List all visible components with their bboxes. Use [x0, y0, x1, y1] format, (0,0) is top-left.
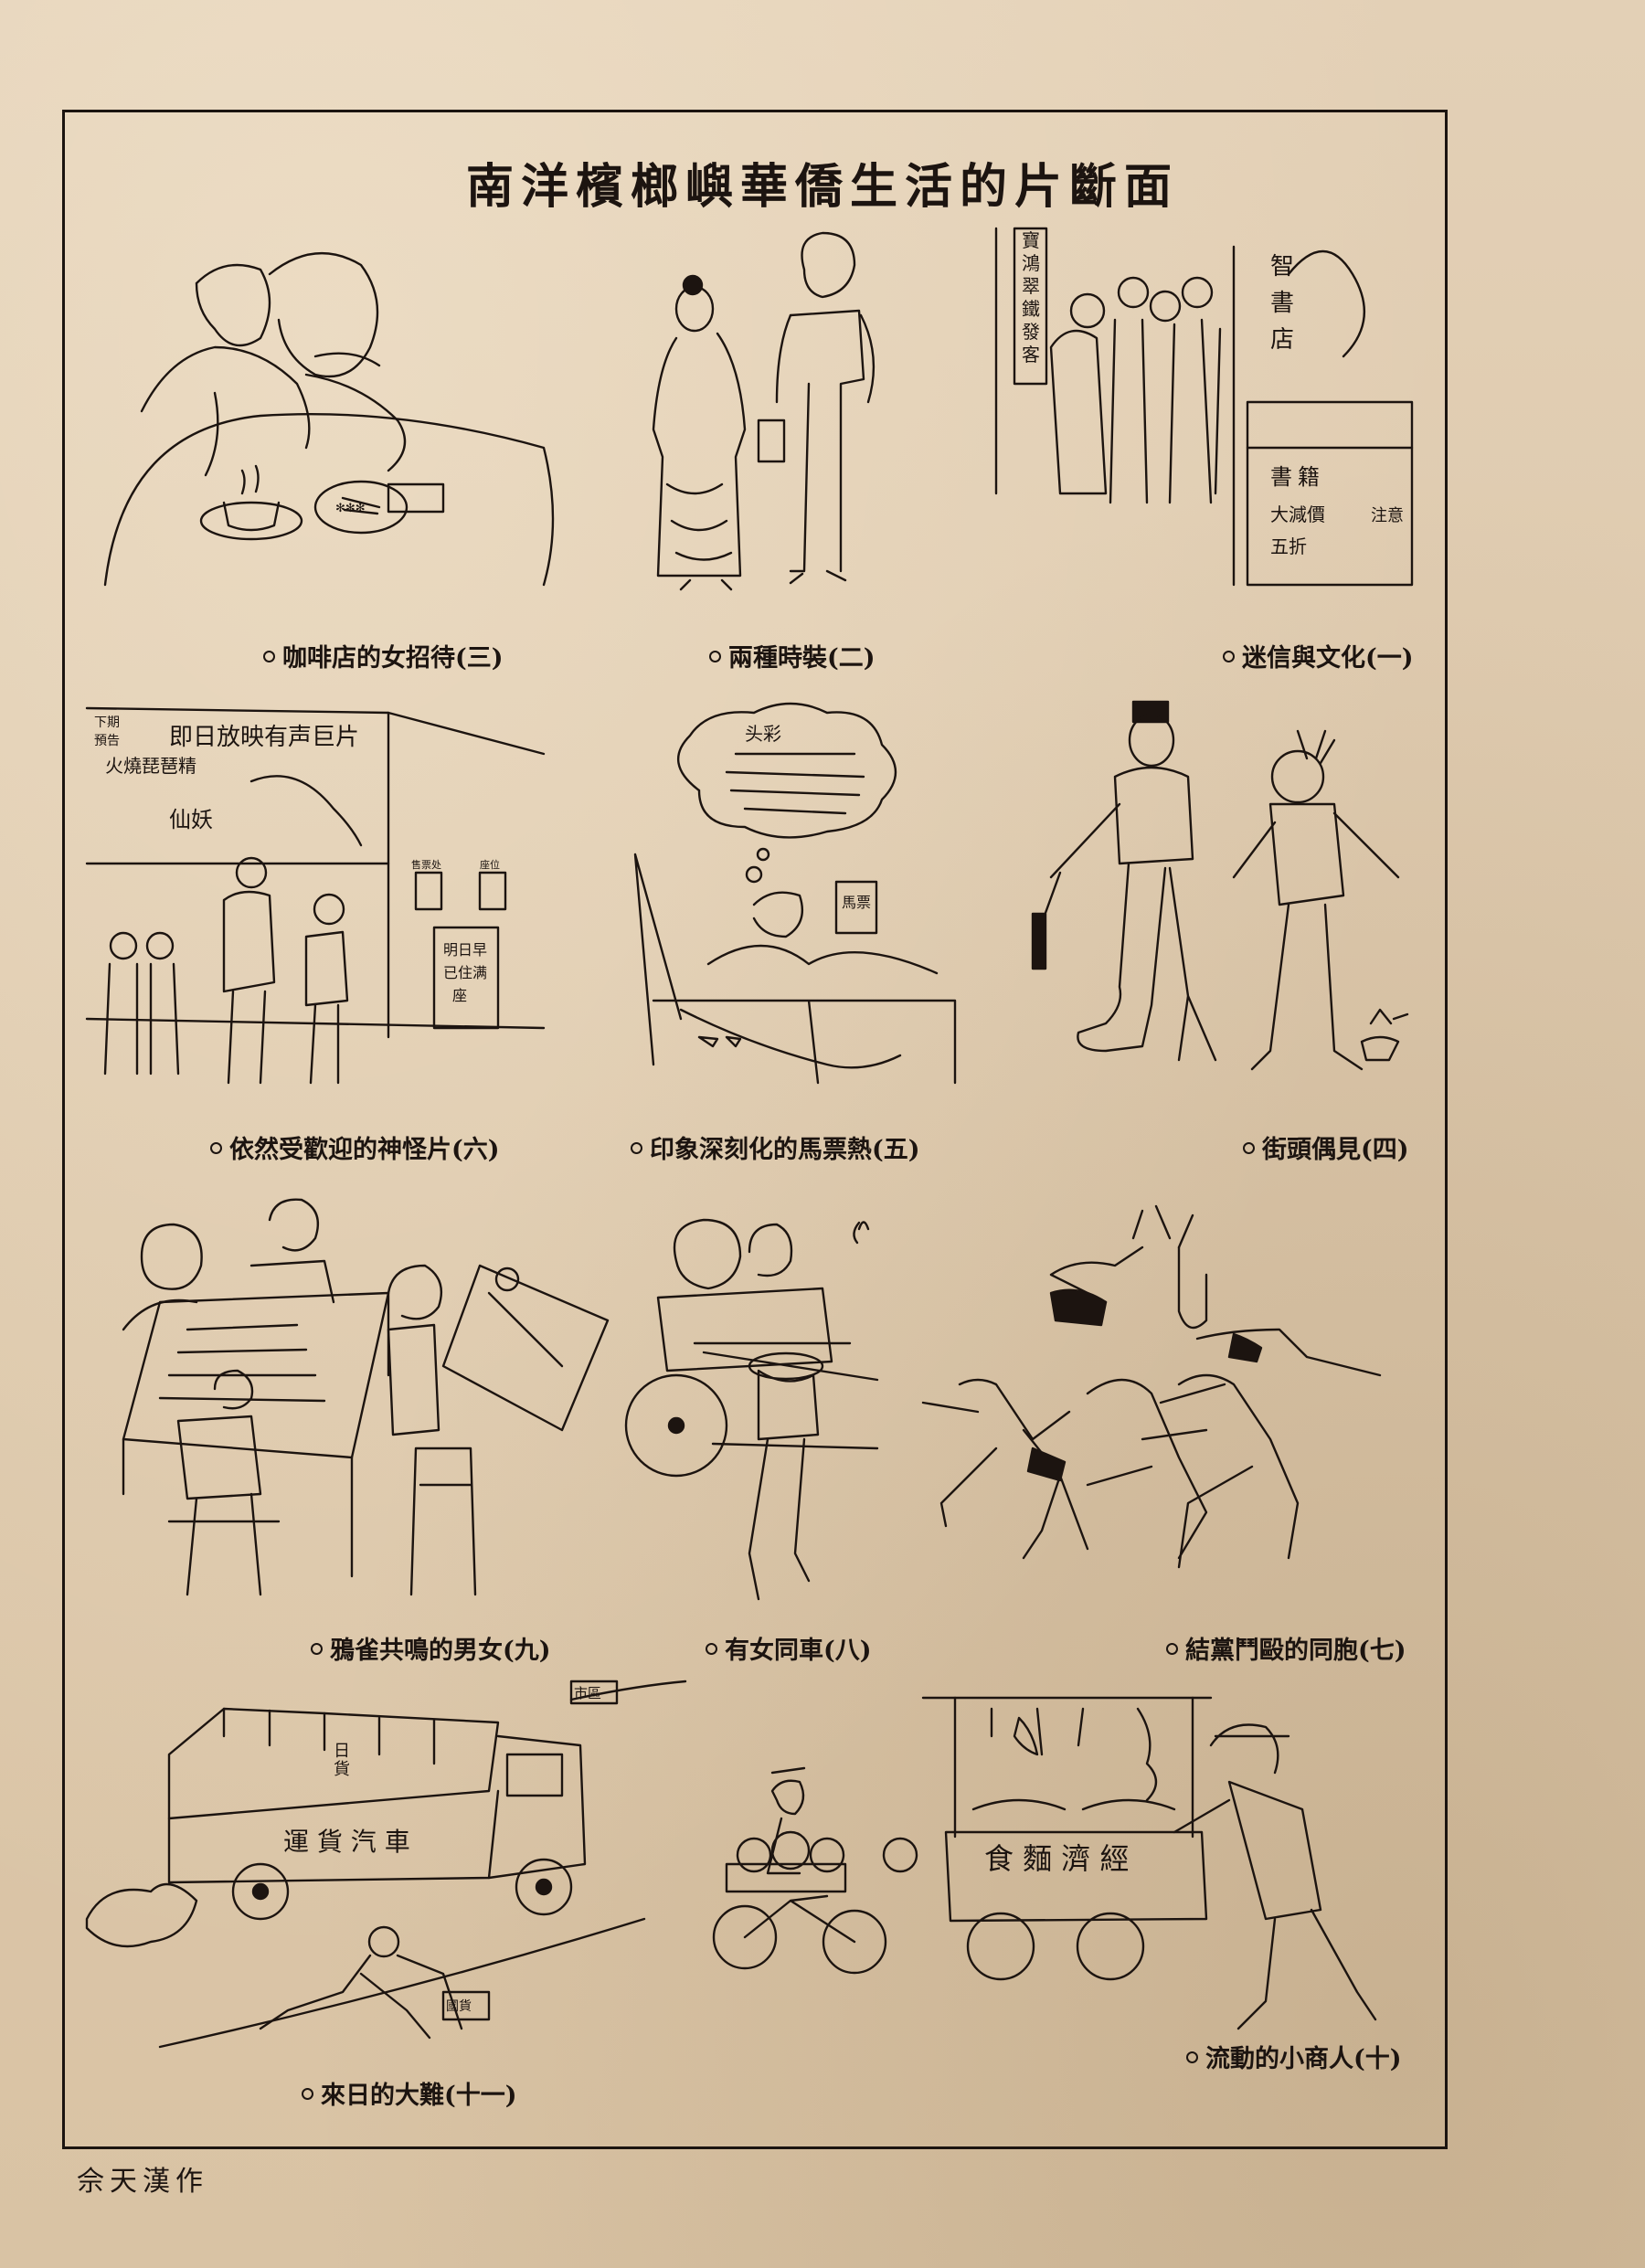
svg-text:鐵: 鐵: [1022, 298, 1040, 320]
svg-text:仙妖: 仙妖: [169, 807, 213, 832]
panel-street-vendor: 食 麵 濟 經: [712, 1681, 1439, 2047]
bullet-circle: [1223, 651, 1235, 662]
coffee-shop-illustration: ✻✻✻: [103, 251, 555, 587]
caption-panel-11: 來日的大難(十一): [302, 2075, 517, 2111]
svg-text:火燒琵琶精: 火燒琵琶精: [105, 755, 196, 777]
panel-two-fashions: [621, 219, 896, 603]
svg-text:籍: 籍: [1298, 464, 1320, 490]
artist-signature: 佘天漢作: [77, 2166, 208, 2198]
panel-street-scene: [1031, 694, 1426, 1097]
caption-panel-5: 印象深刻化的馬票熱(五): [631, 1129, 920, 1165]
caption-panel-1: 迷信與文化(一): [1223, 638, 1414, 673]
svg-text:店: 店: [1270, 326, 1294, 354]
caption-panel-9: 鴉雀共鳴的男女(九): [311, 1630, 551, 1666]
bullet-circle: [1186, 2051, 1198, 2063]
mahjong-illustration: [122, 1198, 610, 1596]
caption-panel-2: 兩種時裝(二): [709, 638, 876, 673]
panel-ghost-film: 即日放映有声巨片 下期 預告 火燒琵琶精 仙妖 售票处 座位 明日早 已住满 座: [85, 690, 553, 1092]
svg-text:座: 座: [452, 987, 467, 1004]
bullet-circle: [302, 2088, 313, 2100]
svg-text:头彩: 头彩: [745, 723, 781, 745]
bullet-circle: [709, 651, 721, 662]
caption-panel-6: 依然受歡迎的神怪片(六): [210, 1129, 500, 1165]
svg-text:客: 客: [1022, 344, 1040, 366]
svg-text:書: 書: [1270, 464, 1292, 490]
panel-mahjong: [87, 1192, 617, 1608]
panel-superstition-culture: 寶 鴻 翠 鐵 發 客 智 書 店 書 籍 大減價 五折 注意: [994, 219, 1426, 603]
svg-text:運 貨 汽 車: 運 貨 汽 車: [283, 1827, 410, 1857]
svg-text:✻✻✻: ✻✻✻: [335, 502, 366, 515]
svg-text:大減價: 大減價: [1270, 503, 1325, 525]
svg-text:預告: 預告: [94, 734, 120, 748]
page-title: 南洋檳榔嶼華僑生活的片斷面: [465, 159, 1179, 215]
svg-text:馬票: 馬票: [842, 894, 871, 911]
svg-text:座位: 座位: [480, 858, 500, 871]
svg-text:明日早: 明日早: [443, 941, 487, 959]
street-scene-illustration: [1031, 700, 1409, 1071]
svg-text:五折: 五折: [1270, 535, 1307, 557]
bullet-circle: [210, 1142, 222, 1154]
svg-text:食 麵 濟 經: 食 麵 濟 經: [984, 1841, 1130, 1876]
street-vendor-illustration: 食 麵 濟 經: [712, 1696, 1377, 2030]
gang-fight-illustration: [921, 1204, 1382, 1569]
svg-text:貨: 貨: [334, 1760, 350, 1779]
svg-text:發: 發: [1022, 321, 1040, 343]
bullet-circle: [263, 651, 275, 662]
coming-disaster-illustration: 運 貨 汽 車 日 貨 市區 國貨: [85, 1680, 687, 2049]
two-fashions-illustration: [652, 231, 876, 591]
svg-text:智: 智: [1270, 253, 1294, 281]
svg-text:下期: 下期: [94, 715, 120, 730]
svg-text:寶: 寶: [1022, 229, 1040, 251]
svg-text:注意: 注意: [1371, 506, 1404, 525]
caption-panel-7: 結黨鬥毆的同胞(七): [1166, 1630, 1406, 1666]
svg-text:售票处: 售票处: [411, 858, 441, 871]
bullet-circle: [706, 1643, 717, 1655]
caption-panel-4: 街頭偶見(四): [1243, 1129, 1409, 1165]
svg-text:日: 日: [334, 1742, 350, 1761]
panel-coming-disaster: 運 貨 汽 車 日 貨 市區 國貨: [85, 1680, 690, 2049]
caption-panel-3: 咖啡店的女招待(三): [263, 638, 504, 673]
panel-gang-fight: [905, 1202, 1417, 1613]
svg-text:市區: 市區: [574, 1685, 601, 1701]
caption-panel-10: 流動的小商人(十): [1186, 2039, 1402, 2074]
bullet-circle: [631, 1142, 642, 1154]
svg-text:鴻: 鴻: [1022, 252, 1040, 274]
bullet-circle: [311, 1643, 323, 1655]
svg-text:書: 書: [1270, 290, 1294, 317]
caption-panel-8: 有女同車(八): [706, 1630, 872, 1666]
page-border: [62, 110, 1448, 2149]
svg-text:即日放映有声巨片: 即日放映有声巨片: [169, 724, 359, 751]
panel-coffee-shop: ✻✻✻: [87, 219, 562, 603]
rickshaw-illustration: [624, 1218, 879, 1601]
ghost-film-illustration: 即日放映有声巨片 下期 預告 火燒琵琶精 仙妖 售票处 座位 明日早 已住满 座: [85, 706, 546, 1085]
superstition-culture-illustration: 寶 鴻 翠 鐵 發 客 智 書 店 書 籍 大減價 五折 注意: [994, 227, 1414, 587]
svg-text:翠: 翠: [1022, 275, 1040, 297]
svg-text:國貨: 國貨: [446, 1998, 472, 2014]
bullet-circle: [1166, 1643, 1178, 1655]
panel-rickshaw: [624, 1206, 914, 1608]
panel-lottery-fever: 头彩 馬票: [626, 699, 973, 1092]
lottery-fever-illustration: 头彩 馬票: [633, 702, 957, 1085]
svg-text:已住满: 已住满: [443, 964, 487, 981]
bullet-circle: [1243, 1142, 1255, 1154]
